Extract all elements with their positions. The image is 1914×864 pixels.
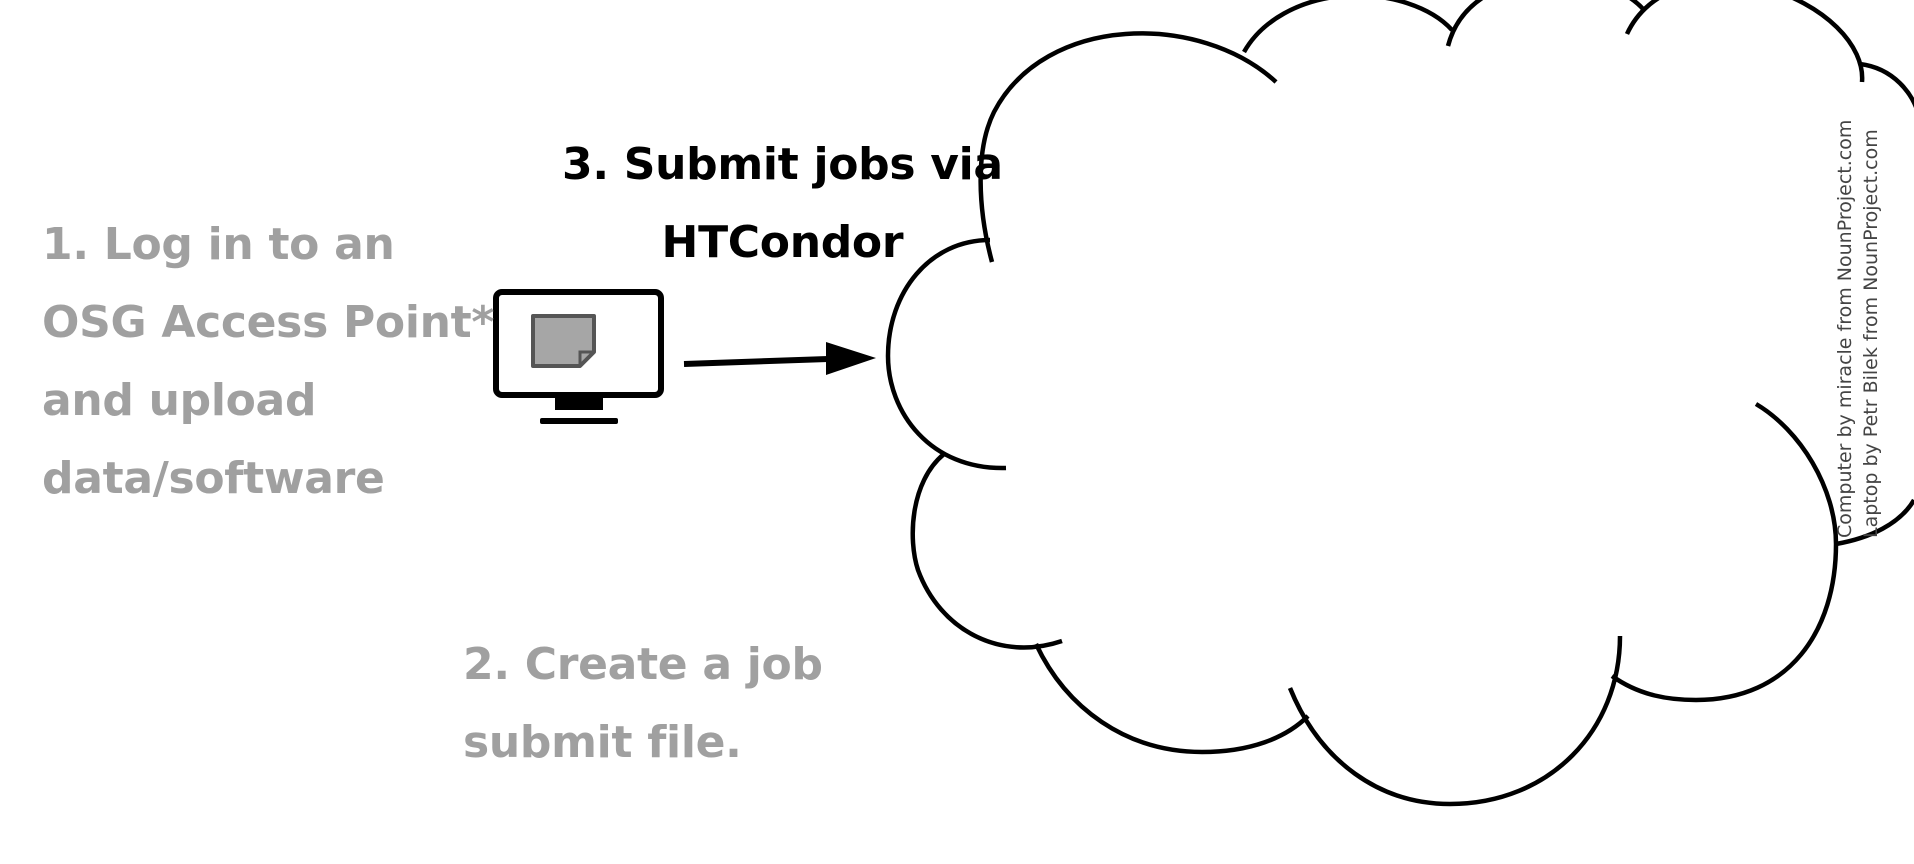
step-3-line-1: 3. Submit jobs via [562,139,1003,190]
step-1-line-3: and upload [42,375,317,426]
step-3-htcondor-text: 3. Submit jobs via HTCondor [562,126,1003,282]
cloud-shape [885,0,1914,807]
step-2-submit-file-text: 2. Create a job submit file. [463,626,823,782]
step-1-line-4: data/software [42,453,385,504]
computer-monitor-icon [493,289,664,424]
step-1-line-2: OSG Access Point* [42,297,495,348]
credit-computer: Computer by miracle from NounProject.com [1834,119,1856,538]
icon-credits: Computer by miracle from NounProject.com… [1832,120,1884,538]
step-1-login-text: 1. Log in to an OSG Access Point* and up… [42,206,494,518]
step-3-line-2: HTCondor [661,217,904,268]
step-2-line-1: 2. Create a job [463,639,823,690]
credit-laptop: Laptop by Petr Bilek from NounProject.co… [1860,129,1882,538]
arrow-right [683,342,876,375]
step-1-line-1: 1. Log in to an [42,219,395,270]
step-2-line-2: submit file. [463,717,742,768]
